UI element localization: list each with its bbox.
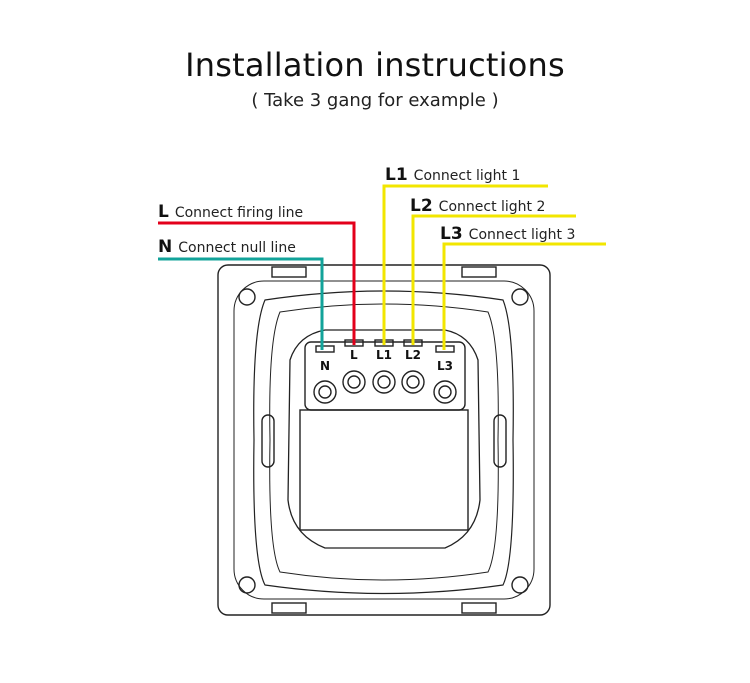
tab-bottom-right	[461, 602, 497, 614]
page-subtitle: ( Take 3 gang for example )	[251, 90, 499, 111]
terminal-screws	[313, 370, 457, 404]
module-body	[287, 329, 481, 549]
switch-back-plate	[217, 264, 551, 616]
terminal-screw-l	[342, 370, 366, 394]
corner-screw-bl	[238, 576, 256, 594]
mount-ring-outer	[253, 290, 514, 595]
terminal-screw-l3	[433, 380, 457, 404]
terminal-screw-l3-inner	[438, 385, 452, 399]
wire-n	[158, 257, 324, 350]
slot-left	[261, 414, 275, 468]
terminal-screw-l-inner	[347, 375, 361, 389]
terminal-screw-l1	[372, 370, 396, 394]
label-l3-code: L3	[440, 224, 463, 244]
terminal-slot-n	[315, 345, 335, 353]
label-l3: L3 Connect light 3	[440, 224, 575, 244]
label-l-text: Connect firing line	[174, 205, 304, 221]
label-l1: L1 Connect light 1	[385, 165, 520, 185]
label-n-text: Connect null line	[178, 240, 296, 256]
label-l1-code: L1	[385, 165, 408, 185]
module-cavity	[299, 409, 469, 531]
corner-screw-tl	[238, 288, 256, 306]
page-title: Installation instructions	[185, 46, 565, 84]
terminal-screw-l2-inner	[406, 375, 420, 389]
terminal-screw-l2	[401, 370, 425, 394]
terminal-label-l2: L2	[405, 348, 421, 362]
tab-top-left	[271, 266, 307, 278]
terminal-label-n: N	[320, 359, 330, 373]
corner-screw-tr	[511, 288, 529, 306]
label-l3-text: Connect light 3	[468, 227, 576, 243]
label-l-code: L	[158, 202, 169, 222]
label-l2-text: Connect light 2	[438, 199, 546, 215]
label-n-code: N	[158, 237, 173, 257]
label-l2-code: L2	[410, 196, 433, 216]
slot-right	[493, 414, 507, 468]
mount-ring-inner	[269, 303, 499, 581]
wire-l3	[442, 242, 606, 350]
terminal-screw-l1-inner	[377, 375, 391, 389]
label-l2: L2 Connect light 2	[410, 196, 545, 216]
tab-bottom-left	[271, 602, 307, 614]
terminal-label-l: L	[350, 348, 358, 362]
terminal-screw-n-inner	[318, 385, 332, 399]
wire-l1	[382, 184, 548, 345]
label-l1-text: Connect light 1	[413, 168, 521, 184]
label-n: N Connect null line	[158, 237, 296, 257]
terminal-label-l1: L1	[376, 348, 392, 362]
terminal-label-l3: L3	[437, 359, 453, 373]
terminal-screw-n	[313, 380, 337, 404]
wire-l	[158, 221, 356, 345]
tab-top-right	[461, 266, 497, 278]
label-l: L Connect firing line	[158, 202, 303, 222]
wire-l2	[411, 214, 576, 345]
corner-screw-br	[511, 576, 529, 594]
